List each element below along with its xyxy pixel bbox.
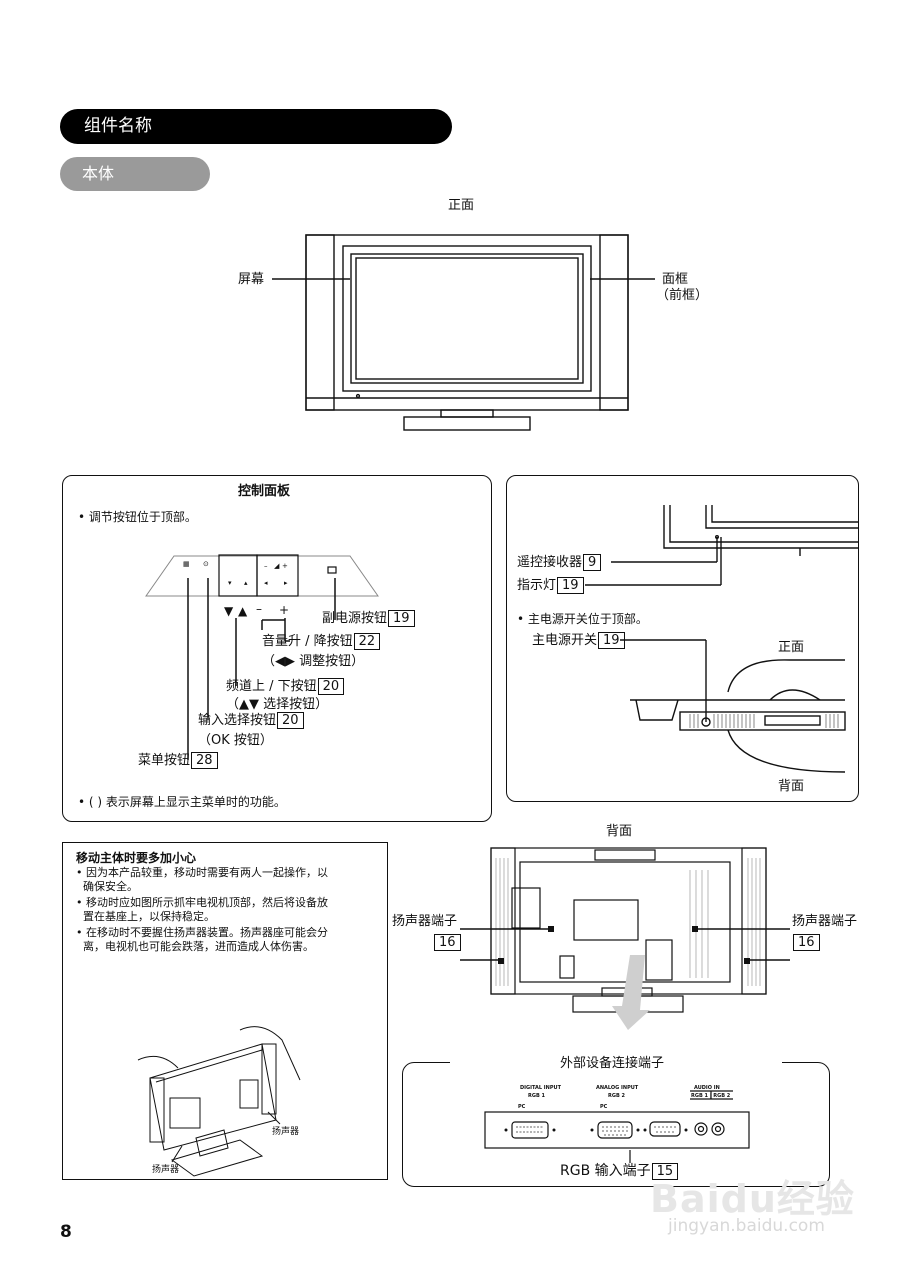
svg-text:▾: ▾ [228,579,232,587]
baidu-watermark-url: jingyan.baidu.com [668,1216,825,1236]
digital-input-label: DIGITAL INPUT [520,1085,561,1091]
terminals-title: 外部设备连接端子 [560,1056,665,1071]
analog-input-label: ANALOG INPUT [596,1085,639,1091]
baidu-watermark-logo: Baidu经验 [650,1177,855,1221]
svg-text:–: – [264,562,268,570]
svg-text:▲: ▲ [238,604,248,618]
rgb1-label: RGB 1 [528,1093,545,1099]
caution-speaker-label-left: 扬声器 [152,1165,180,1175]
caution-item-3b: 离，电视机也可能会跌落，进而造成人体伤害。 [76,940,314,953]
caution-item-3: • 在移动时不要握住扬声器装置。扬声器座可能会分 [76,926,328,939]
input-button-sublabel: （OK 按钮） [198,733,273,748]
svg-text:▴: ▴ [244,579,248,587]
side-back-label: 背面 [778,779,805,794]
rear-speaker-label-right: 扬声器端子 [792,914,858,929]
control-panel-note-top: • 调节按钮位于顶部。 [78,510,197,524]
volume-button-sublabel: （◀▶ 调整按钮） [262,654,365,669]
bezel-label: 面框 [662,272,689,287]
side-front-label: 正面 [778,640,805,655]
rear-tv-illustration [460,847,790,1030]
terminals-illustration [484,1090,750,1163]
caution-title: 移动主体时要多加小心 [76,851,197,865]
rear-speaker-ref-right: 16 [792,934,820,951]
svg-text:▸: ▸ [284,579,288,587]
screen-label: 屏幕 [238,272,265,287]
front-title: 正面 [448,198,475,213]
svg-text:▼: ▼ [224,604,234,618]
rgb2-label: RGB 2 [608,1093,625,1099]
caution-item-1b: 确保安全。 [76,880,138,893]
section-subtitle: 本体 [60,157,210,191]
svg-text:+: + [279,603,289,617]
side-panel-box [506,475,859,802]
ref-number: 20 [277,712,304,729]
caution-item-2: • 移动时应如图所示抓牢电视机顶部，然后将设备放 [76,896,328,909]
ref-number: 20 [317,678,345,695]
control-panel-illustration: ▦ ⊙ ▾ ▴ ◂ ▸ ◢ + – ▼ ▲ – + [145,554,379,760]
bezel-sub-label: （前框） [656,288,709,303]
rear-speaker-ref-left: 16 [433,934,461,951]
svg-text:◢: ◢ [274,562,280,570]
caution-speaker-label-right: 扬声器 [272,1127,300,1137]
ref-number: 19 [557,577,584,594]
ref-number: 9 [583,554,602,571]
svg-text:⊙: ⊙ [203,560,209,568]
caution-item-2b: 置在基座上，以保持稳定。 [76,910,215,923]
pc-label-1: PC [518,1104,526,1110]
control-panel-box [62,475,492,822]
control-panel-title: 控制面板 [238,484,291,499]
pc-label-2: PC [600,1104,608,1110]
front-tv-illustration [272,234,655,431]
side-panel-illustration [585,505,858,773]
terminals-title-backing [450,1054,782,1070]
caution-item-1: • 因为本产品较重，移动时需要有两人一起操作，以 [76,866,328,879]
audio-in-label: AUDIO IN [694,1085,720,1091]
ref-number: 19 [388,610,415,627]
svg-text:◂: ◂ [264,579,268,587]
control-panel-note-bottom: • ( ) 表示屏幕上显示主菜单时的功能。 [78,795,286,809]
caution-box [62,842,388,1180]
ref-number: 15 [651,1163,679,1180]
rear-speaker-label-left: 扬声器端子 [392,914,458,929]
ref-number: 19 [598,632,625,649]
carry-tv-illustration [137,1026,301,1177]
section-title: 组件名称 [60,109,452,144]
page-number: 8 [60,1222,72,1242]
channel-button-sublabel: （▲▼ 选择按钮） [226,697,329,712]
rear-title: 背面 [606,824,633,839]
svg-text:▦: ▦ [183,560,190,568]
ref-number: 28 [191,752,218,769]
ref-number: 22 [353,633,381,650]
svg-text:–: – [256,602,262,616]
svg-text:+: + [282,562,288,570]
main-power-note: • 主电源开关位于顶部。 [517,612,648,626]
